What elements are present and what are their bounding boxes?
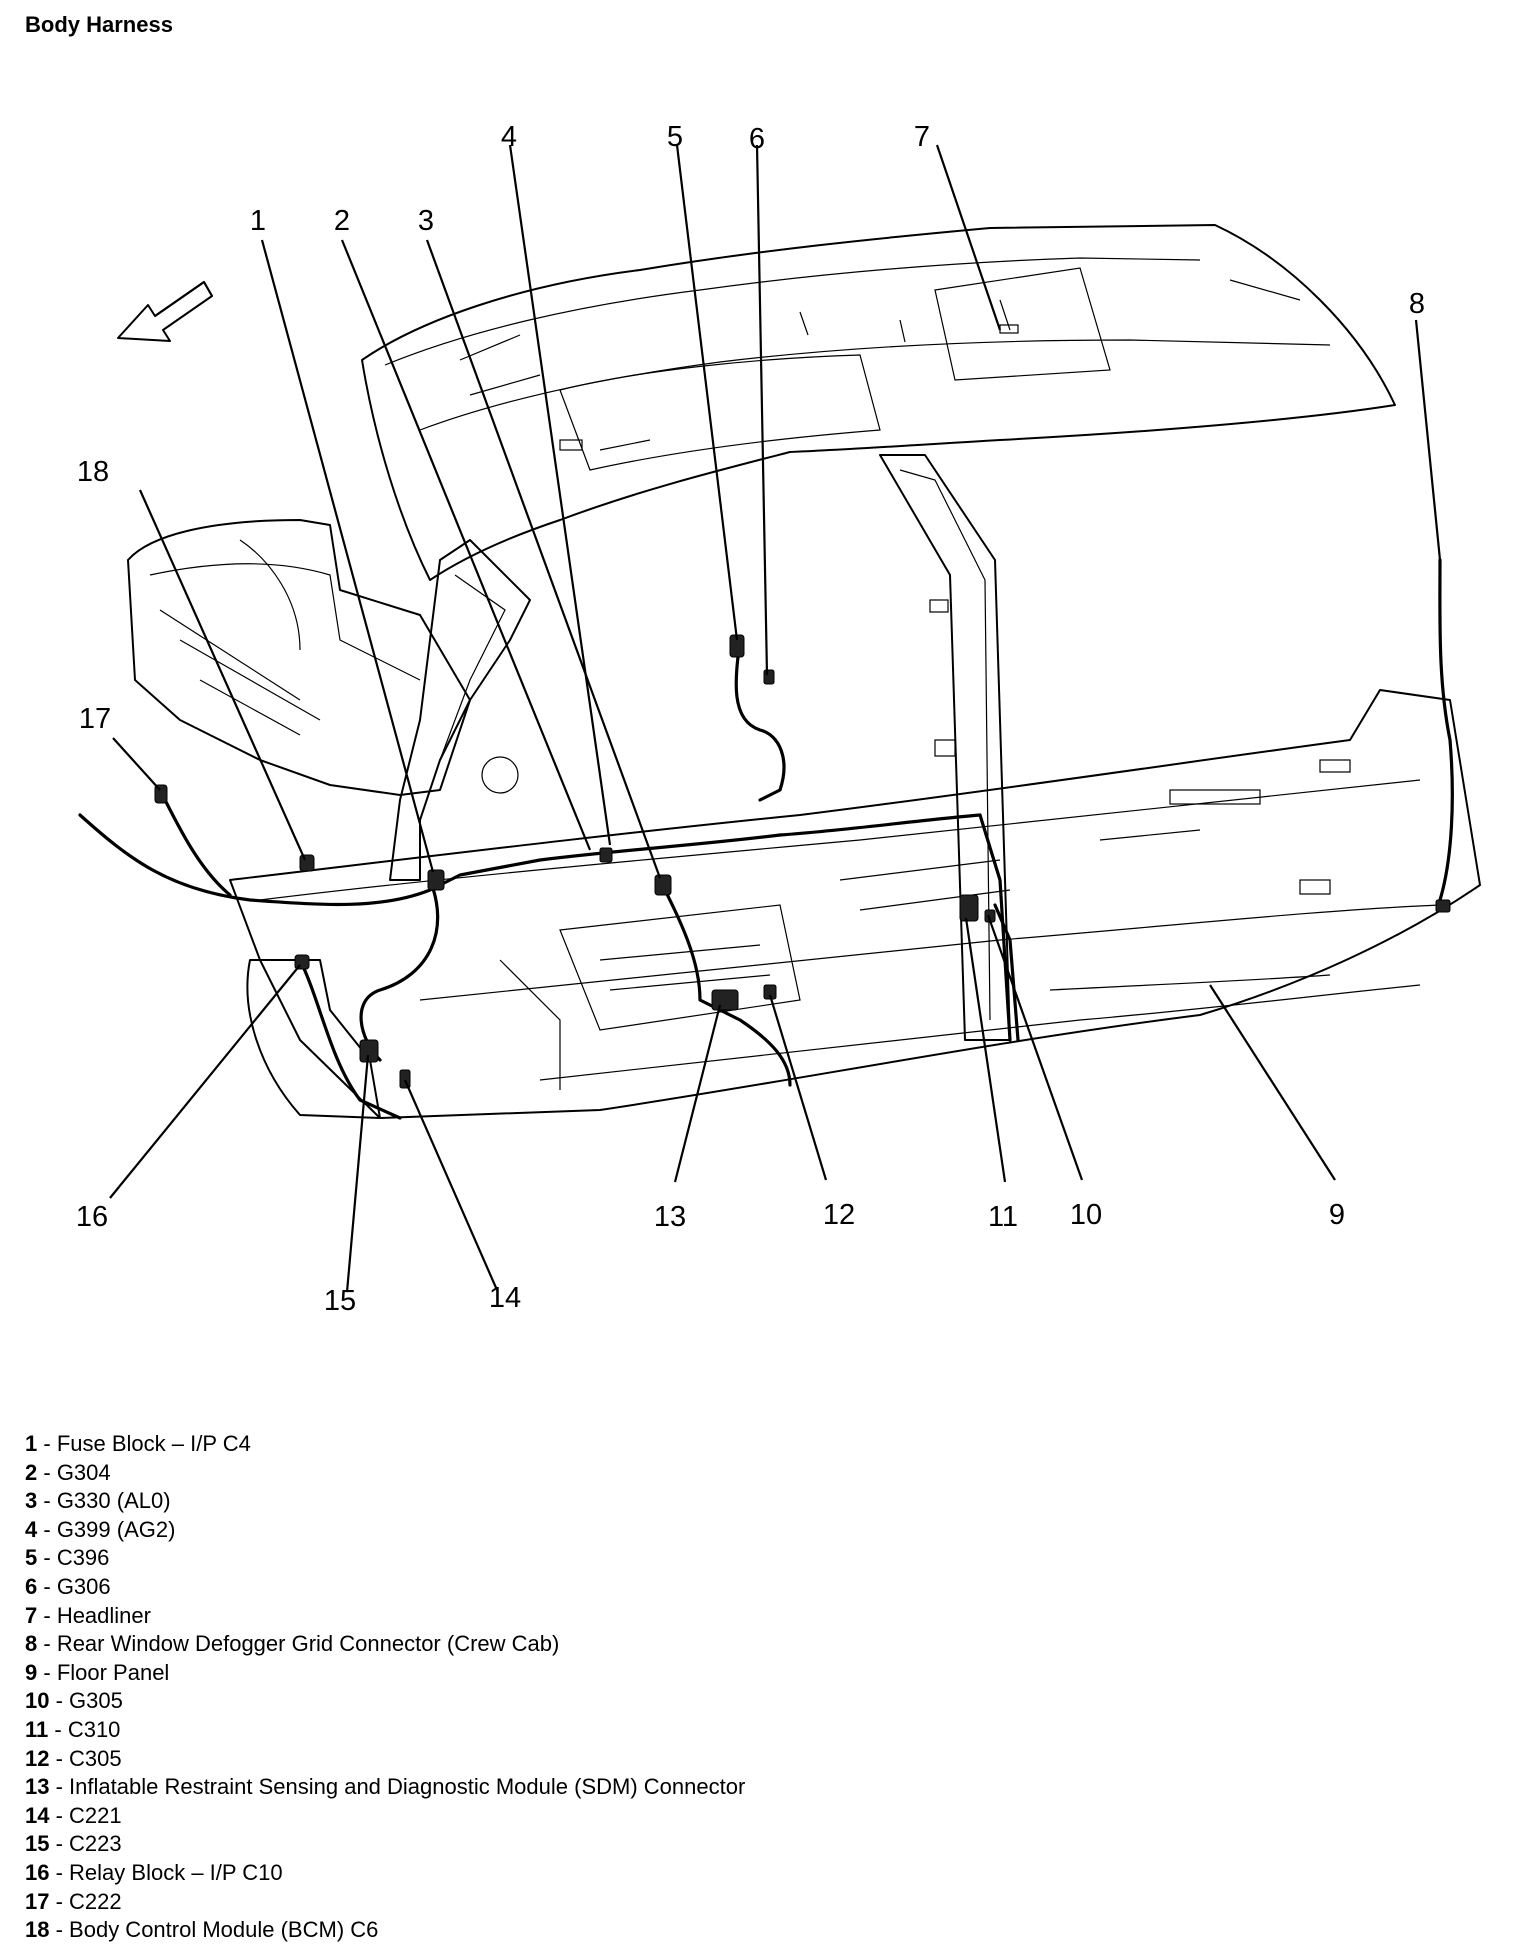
instrument-panel-frame [127,519,471,796]
callout-15: 15 [324,1285,356,1317]
legend-item: 16 - Relay Block – I/P C10 [25,1859,283,1885]
legend-item: 17 - C222 [25,1888,122,1914]
floor-panel [229,689,1481,1119]
callout-6: 6 [749,123,765,155]
callout-14: 14 [489,1282,521,1314]
legend-item: 9 - Floor Panel [25,1659,170,1685]
defogger-connector [1435,899,1451,913]
callout-labels: 1 2 3 4 5 6 7 8 9 10 11 12 13 14 15 16 1… [76,121,1425,1317]
bcm-connector [299,854,315,872]
callout-16: 16 [76,1201,108,1233]
fuse-block-connector [427,869,445,891]
connector-c223 [359,1039,379,1063]
callout-13: 13 [654,1201,686,1233]
legend-item: 2 - G304 [25,1459,111,1485]
legend-item: 13 - Inflatable Restraint Sensing and Di… [25,1774,746,1800]
legend-item: 3 - G330 (AL0) [25,1488,171,1514]
callout-9: 9 [1329,1199,1345,1231]
ground-g330 [654,874,672,896]
ground-g399 [599,847,613,863]
callout-7: 7 [914,121,930,153]
callout-2: 2 [334,205,350,237]
callout-1: 1 [250,205,266,237]
legend-item: 14 - C221 [25,1802,122,1828]
connector-c222 [154,784,168,804]
diagram-title: Body Harness [25,12,173,37]
headliner-panel [361,224,1396,581]
front-floor-tunnel [246,904,801,1119]
callout-18: 18 [77,456,109,488]
connectors [154,634,1451,1089]
legend-item: 4 - G399 (AG2) [25,1516,176,1542]
callout-5: 5 [667,121,683,153]
connector-c305 [763,984,777,1000]
front-direction-arrow-icon [117,281,213,342]
legend-item: 15 - C223 [25,1831,122,1857]
legend-item: 7 - Headliner [25,1602,151,1628]
parts-legend: 1 - Fuse Block – I/P C4 2 - G304 3 - G33… [25,1430,745,1945]
callout-10: 10 [1070,1199,1102,1231]
legend-item: 12 - C305 [25,1745,122,1771]
callout-3: 3 [418,205,434,237]
legend-item: 5 - C396 [25,1545,110,1571]
legend-item: 10 - G305 [25,1688,123,1714]
b-pillar [879,454,1011,1041]
callout-11: 11 [988,1201,1018,1233]
legend-item: 1 - Fuse Block – I/P C4 [25,1431,251,1456]
callout-4: 4 [501,121,517,153]
legend-item: 8 - Rear Window Defogger Grid Connector … [25,1631,560,1657]
callout-17: 17 [79,703,111,735]
a-pillar [389,539,531,881]
ground-g306 [763,669,775,685]
legend-item: 11 - C310 [25,1716,121,1742]
sdm-connector [711,989,739,1011]
connector-c310 [959,894,979,922]
callout-12: 12 [823,1199,855,1231]
legend-item: 18 - Body Control Module (BCM) C6 [25,1917,379,1943]
body-harness-diagram: 1 2 3 4 5 6 7 8 9 10 11 12 13 14 15 16 1… [76,121,1481,1317]
body-wiring-harness [78,558,1454,1120]
callout-8: 8 [1409,288,1425,320]
leader-lines [109,144,1442,1293]
legend-item: 6 - G306 [25,1573,111,1599]
